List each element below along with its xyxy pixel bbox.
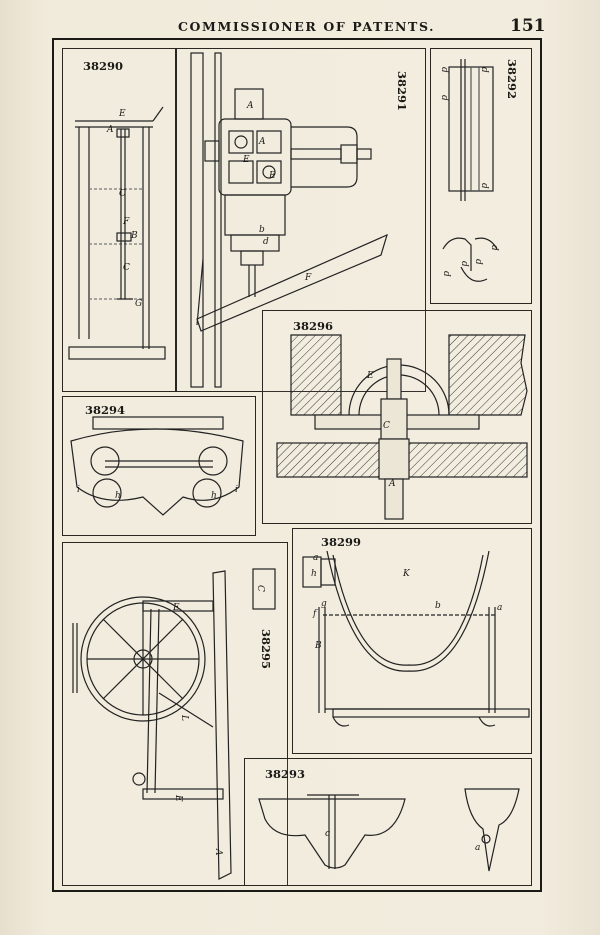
figure-number: 38299 (321, 535, 362, 549)
label: L (179, 715, 189, 721)
label: A (259, 137, 266, 147)
label: d (263, 237, 269, 247)
label: A (213, 849, 223, 856)
label: E (173, 795, 183, 802)
label: h (211, 491, 217, 501)
label: i (235, 485, 238, 495)
figure-number: 38290 (83, 59, 124, 73)
figure-38295: 38295 C E L (62, 542, 288, 886)
figure-38290: 38290 E A C F (62, 48, 176, 392)
page-number: 151 (510, 16, 546, 36)
label: d (441, 271, 451, 277)
label: C (119, 189, 126, 199)
figure-38291-drawing (190, 52, 388, 388)
patent-plate: 38290 E A C F (52, 38, 542, 892)
label: d (439, 67, 449, 73)
label: B (131, 231, 138, 241)
running-title: COMMISSIONER OF PATENTS. (178, 19, 436, 34)
figure-number: 38294 (85, 403, 126, 417)
label: d (479, 183, 489, 189)
label: d (439, 95, 449, 101)
label: h (115, 491, 121, 501)
label: A (247, 101, 254, 111)
figure-number: 38293 (265, 767, 306, 781)
label: h (311, 569, 317, 579)
label: C (255, 585, 265, 592)
label: A (389, 479, 396, 489)
label: E (269, 171, 276, 181)
label: a (497, 603, 503, 613)
label: C (123, 263, 130, 273)
label: E (367, 371, 374, 381)
figure-38295-drawing (72, 568, 276, 880)
label: G (135, 299, 143, 309)
label: d (479, 67, 489, 73)
label: F (123, 217, 130, 227)
figure-38292-drawing (442, 59, 498, 282)
figure-38299: 38299 a h K g f b a B (292, 528, 532, 754)
label: E (119, 109, 126, 119)
running-head: COMMISSIONER OF PATENTS. 151 (0, 16, 600, 38)
figure-38296: 38296 E C A (262, 310, 532, 524)
label: C (383, 421, 390, 431)
label: B (315, 641, 322, 651)
figure-38290-drawing (68, 106, 166, 360)
figure-38299-drawing (302, 550, 530, 727)
figure-38294-drawing (70, 416, 244, 516)
label: d (489, 245, 499, 251)
figure-number: 38296 (293, 319, 334, 333)
label: F (305, 273, 312, 283)
figure-38296-drawing (276, 334, 528, 520)
label: d (459, 261, 469, 267)
label: f (313, 609, 317, 619)
label: b (435, 601, 441, 611)
figure-38292: 38292 d d d d d d d d (430, 48, 532, 304)
label: A (107, 125, 114, 135)
label: a (313, 553, 319, 563)
label: b (259, 225, 265, 235)
figure-38293: 38293 c a (244, 758, 532, 886)
label: d (473, 259, 483, 265)
label: c (325, 829, 331, 839)
label: E (243, 155, 250, 165)
label: a (475, 843, 481, 853)
label: i (77, 485, 80, 495)
figure-38293-drawing (258, 788, 520, 872)
label: E (173, 603, 180, 613)
figure-38294: 38294 i h h i (62, 396, 256, 536)
label: g (321, 599, 327, 609)
label: K (403, 569, 410, 579)
